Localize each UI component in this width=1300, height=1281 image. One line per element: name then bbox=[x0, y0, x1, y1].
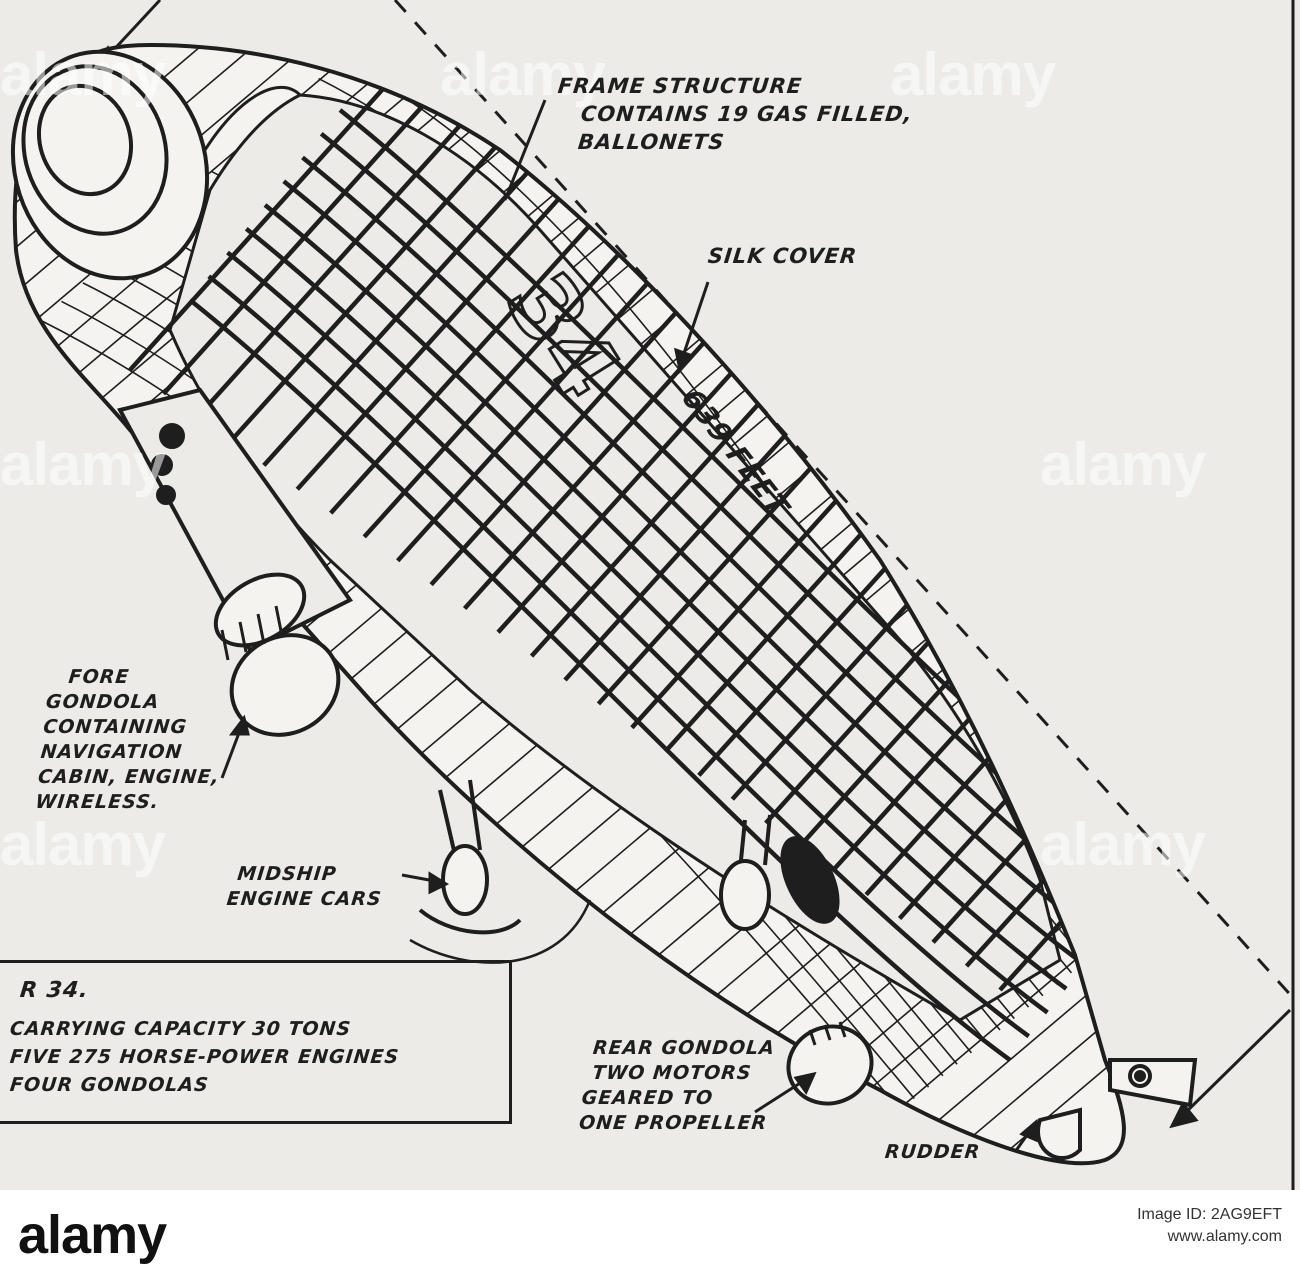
label-frame-structure: FRAME STRUCTURE CONTAINS 19 GAS FILLED, … bbox=[551, 72, 918, 156]
label-line: CONTAINS 19 GAS FILLED, bbox=[579, 102, 915, 126]
label-line: TWO MOTORS bbox=[591, 1062, 753, 1084]
label-midship-engine-cars: MIDSHIP ENGINE CARS bbox=[225, 862, 385, 912]
watermark: alamy bbox=[0, 431, 166, 498]
watermark: alamy bbox=[1040, 431, 1206, 498]
watermark: alamy bbox=[1040, 811, 1206, 878]
footer-meta: Image ID: 2AG9EFT www.alamy.com bbox=[1137, 1204, 1282, 1248]
frame-ring bbox=[161, 92, 436, 396]
footer-bar: alamy Image ID: 2AG9EFT www.alamy.com bbox=[0, 1190, 1300, 1281]
spec-line: FIVE 275 HORSE-POWER ENGINES bbox=[8, 1046, 401, 1068]
label-line: ENGINE CARS bbox=[225, 888, 383, 910]
frame-girder bbox=[188, 298, 1012, 1062]
frame-ring bbox=[262, 163, 536, 467]
label-line: BALLONETS bbox=[576, 130, 726, 154]
frame-ring bbox=[998, 688, 1124, 992]
hull-transverse-line bbox=[769, 821, 1124, 1164]
frame-ring bbox=[195, 116, 469, 420]
frame-girder bbox=[207, 274, 1031, 1039]
frame-girder bbox=[301, 155, 1124, 920]
label-line: FORE bbox=[67, 666, 131, 688]
label-silk-cover: SILK COVER bbox=[706, 244, 859, 268]
brand-logo: alamy bbox=[18, 1205, 167, 1265]
spec-line: FOUR GONDOLAS bbox=[8, 1074, 211, 1096]
label-line: NAVIGATION bbox=[39, 741, 184, 763]
watermark: alamy bbox=[0, 811, 166, 878]
label-line: REAR GONDOLA bbox=[591, 1037, 777, 1059]
leader-arrows bbox=[220, 99, 1038, 1153]
label-rudder: RUDDER bbox=[883, 1141, 982, 1163]
spec-box: R 34. CARRYING CAPACITY 30 TONS FIVE 275… bbox=[0, 960, 512, 1124]
label-line: GEARED TO bbox=[580, 1087, 715, 1109]
label-line: ONE PROPELLER bbox=[577, 1112, 769, 1134]
label-line: CABIN, ENGINE, bbox=[36, 766, 221, 788]
frame-girder bbox=[263, 203, 1087, 967]
label-line: FRAME STRUCTURE bbox=[556, 74, 804, 98]
frame-ring bbox=[396, 259, 670, 563]
diagram-plate: 34 bbox=[0, 0, 1300, 1190]
hull-transverse-line bbox=[794, 845, 1124, 1164]
spec-line: CARRYING CAPACITY 30 TONS bbox=[8, 1018, 353, 1040]
frame-structure bbox=[128, 68, 1124, 1062]
label-line: WIRELESS. bbox=[34, 791, 161, 813]
nose-cone bbox=[10, 49, 302, 281]
frame-ring bbox=[462, 306, 737, 610]
frame-ring bbox=[295, 187, 569, 491]
frame-girder bbox=[282, 179, 1106, 944]
spec-title: R 34. bbox=[18, 978, 90, 1003]
frame-ring bbox=[362, 235, 636, 539]
label-line: CONTAINING bbox=[42, 716, 189, 738]
watermark: alamy bbox=[890, 41, 1056, 108]
label-rear-gondola: REAR GONDOLA TWO MOTORS GEARED TO ONE PR… bbox=[578, 1036, 777, 1136]
image-id: Image ID: 2AG9EFT bbox=[1137, 1206, 1282, 1223]
hull-transverse-line bbox=[819, 869, 1124, 1164]
airship-drawing: 34 bbox=[10, 0, 1297, 1190]
frame-ring bbox=[429, 283, 703, 587]
site-url: www.alamy.com bbox=[1167, 1228, 1282, 1245]
fore-gondola bbox=[117, 387, 353, 737]
watermark: alamy bbox=[0, 41, 166, 108]
frame-girder bbox=[226, 250, 1049, 1015]
frame-ring bbox=[529, 354, 804, 658]
label-line: GONDOLA bbox=[44, 691, 161, 713]
watermark: alamy bbox=[440, 41, 606, 108]
label-line: MIDSHIP bbox=[236, 863, 338, 885]
frame-girder bbox=[244, 226, 1068, 991]
rudder bbox=[1036, 1058, 1198, 1161]
label-fore-gondola: FORE GONDOLA CONTAINING NAVIGATION CABIN… bbox=[34, 665, 231, 815]
